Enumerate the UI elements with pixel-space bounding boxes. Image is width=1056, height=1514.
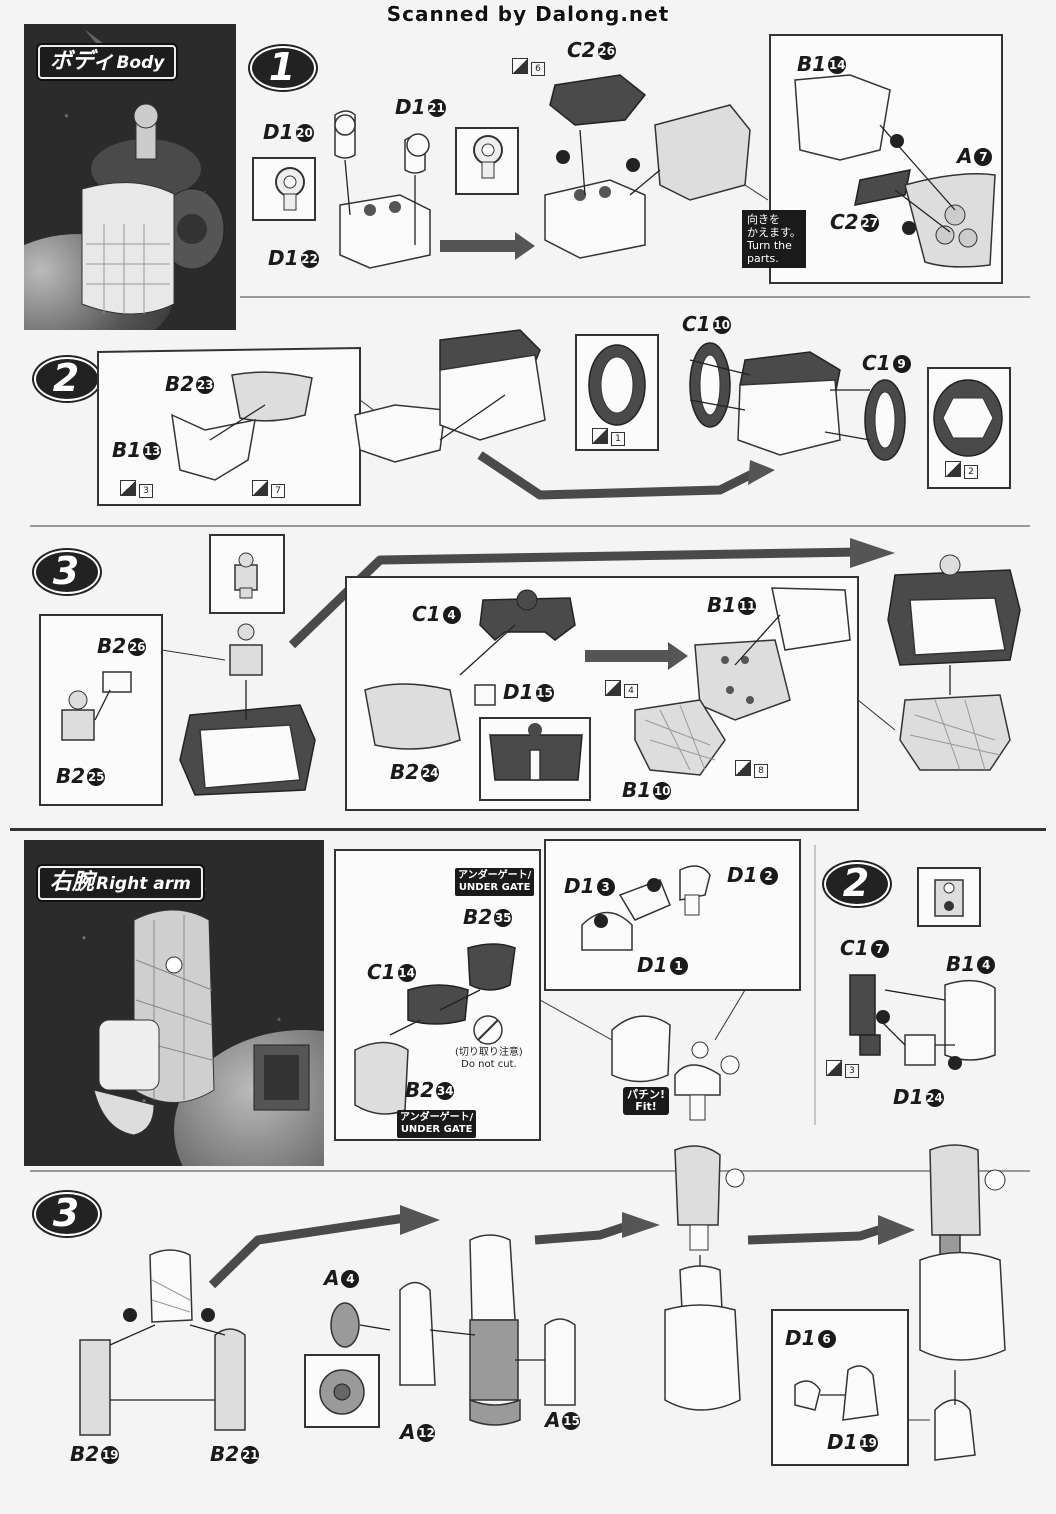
body-divider-1 — [240, 296, 1030, 298]
gate-mark: 3 — [120, 480, 153, 498]
body-step-2-badge: 2 — [34, 355, 100, 401]
under-gate-badge-top: アンダーゲート/UNDER GATE — [455, 868, 535, 896]
gate-mark: 2 — [945, 461, 978, 479]
body-title-en: Body — [116, 53, 165, 73]
gate-mark: 1 — [592, 428, 625, 446]
under-gate-badge-bottom: アンダーゲート/UNDER GATE — [397, 1110, 477, 1138]
arm-title-jp: 右腕 — [50, 870, 95, 895]
body-divider-2 — [30, 525, 1030, 527]
do-not-cut-warning: (切り取り注意)Do not cut. — [455, 1047, 523, 1070]
gate-mark: 7 — [252, 480, 285, 498]
body-title-jp: ボディ — [50, 49, 115, 74]
arm-title-en: Right arm — [96, 874, 191, 894]
arm-step-3-badge: 3 — [34, 1190, 100, 1236]
section-divider — [10, 828, 1046, 831]
gate-mark: 4 — [605, 680, 638, 698]
gate-mark: 8 — [735, 760, 768, 778]
scan-credit: Scanned by Dalong.net — [386, 2, 670, 26]
arm-divider — [30, 1170, 1030, 1172]
arm-step-2-badge: 2 — [824, 860, 890, 906]
body-step-3-badge: 3 — [34, 548, 100, 594]
gate-mark: 3 — [826, 1060, 859, 1078]
gate-mark: 6 — [512, 58, 545, 76]
body-step-1-badge: 1 — [250, 44, 316, 90]
fit-badge: パチン!Fit! — [623, 1087, 670, 1115]
